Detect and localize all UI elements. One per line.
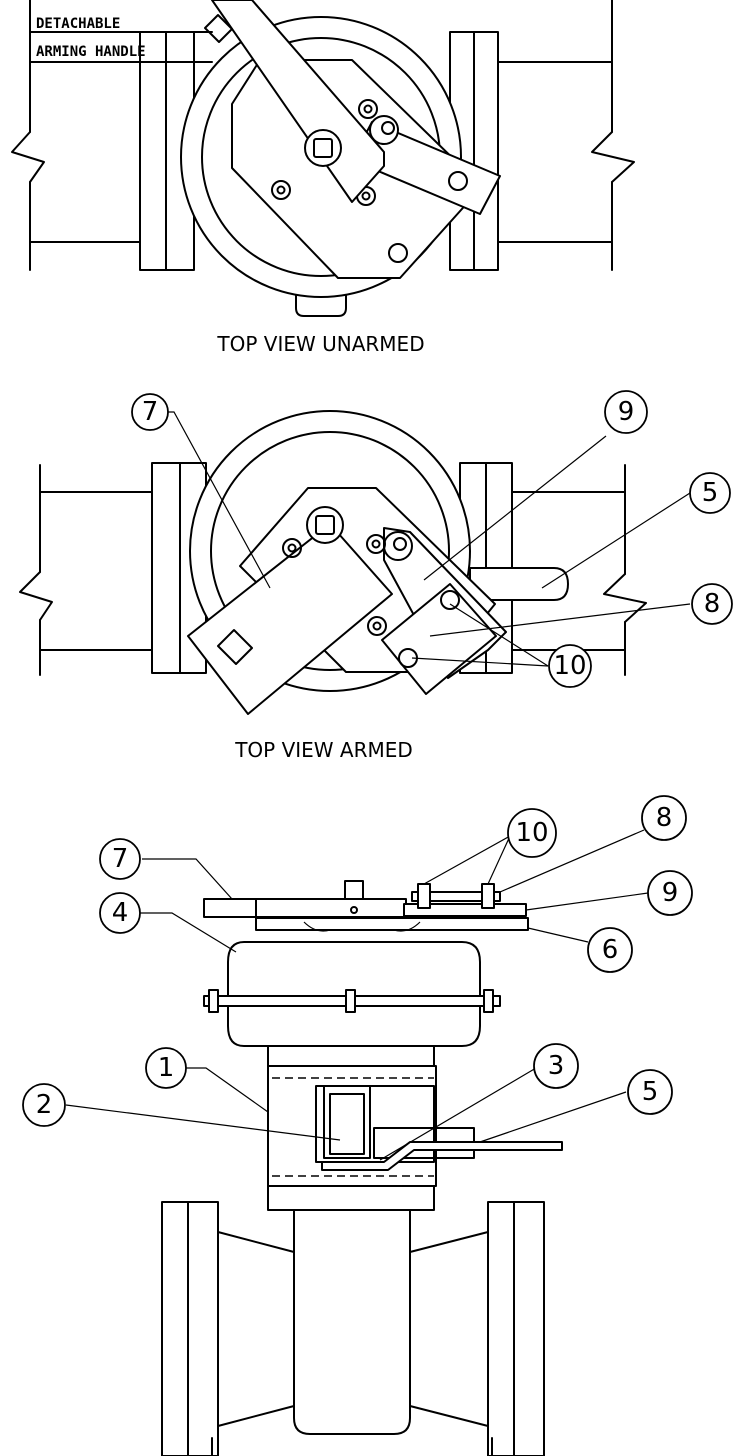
svg-text:4: 4 [112,898,129,928]
arming-handle-armed [187,523,393,715]
valve-body-side [161,1201,545,1456]
bolt-10-upper-armed [440,590,460,610]
callout-5-armed: 5 [689,472,731,514]
svg-text:8: 8 [656,803,673,833]
caption-top-view-unarmed: TOP VIEW UNARMED [216,332,424,356]
callout-2-side: 2 [22,1083,66,1127]
svg-text:9: 9 [618,397,635,427]
svg-text:10: 10 [553,651,586,681]
callout-4-side: 4 [99,892,141,934]
valve-body-inner-armed [210,431,450,671]
handle-square-hole-armed [217,629,253,665]
stem-hub-armed [306,506,344,544]
svg-text:6: 6 [602,935,619,965]
callout-9-side: 9 [647,870,693,916]
handle-square-hole [204,14,233,43]
callout-3-side: 3 [533,1043,579,1089]
top-view-armed: 7 9 5 8 10 TOP VIEW ARMED [19,390,733,762]
bolts-armed [282,534,387,636]
trigger-2-side [329,1093,365,1155]
callout-10-side: 10 [507,808,557,858]
stem-hub-unarmed [304,129,342,167]
arming-handle-side [203,898,407,918]
callout-8-side: 8 [641,795,687,841]
svg-text:3: 3 [548,1051,565,1081]
svg-text:10: 10 [515,818,548,848]
handle-note-line2: ARMING HANDLE [36,44,146,60]
actuator-stem-armed [469,567,569,601]
svg-text:1: 1 [158,1053,175,1083]
side-view: 7 10 8 9 4 6 1 3 [22,795,693,1456]
handle-note-line1: DETACHABLE [36,16,120,32]
callout-7-side: 7 [99,838,141,880]
bolt-10-left-side [417,883,431,909]
bolt-10-right-side [481,883,495,909]
plate-8-side [411,891,501,902]
stem-top-side [344,880,364,900]
callout-8-armed: 8 [691,583,733,625]
callout-6-side: 6 [587,927,633,973]
flange-bolts-side [208,989,494,1013]
svg-text:7: 7 [142,397,159,427]
svg-text:7: 7 [112,844,129,874]
plate-hole-unarmed [388,243,408,263]
svg-text:2: 2 [36,1090,53,1120]
callout-1-side: 1 [145,1047,187,1089]
callout-10-armed: 10 [548,644,592,688]
pipe-right-armed [511,464,647,676]
svg-text:9: 9 [662,878,679,908]
leaders-side [65,829,649,1161]
callout-7-armed: 7 [131,393,169,431]
top-view-unarmed: DETACHABLE ARMING HANDLE TOP VIEW UNARME… [11,0,635,356]
handle-note: DETACHABLE ARMING HANDLE [29,16,213,63]
caption-top-view-armed: TOP VIEW ARMED [234,738,413,762]
trigger-arm-3-side [321,1141,563,1171]
callout-5-side: 5 [627,1069,673,1115]
pipe-left-unarmed [11,0,141,271]
callout-9-armed: 9 [604,390,648,434]
lever-pin-unarmed [448,171,468,191]
pipe-right-unarmed [497,0,635,271]
pipe-left-armed [19,464,153,676]
svg-text:5: 5 [702,478,719,508]
actuator-housing-side [227,941,481,997]
svg-text:5: 5 [642,1077,659,1107]
svg-text:8: 8 [704,589,721,619]
base-plate-side [255,917,529,931]
